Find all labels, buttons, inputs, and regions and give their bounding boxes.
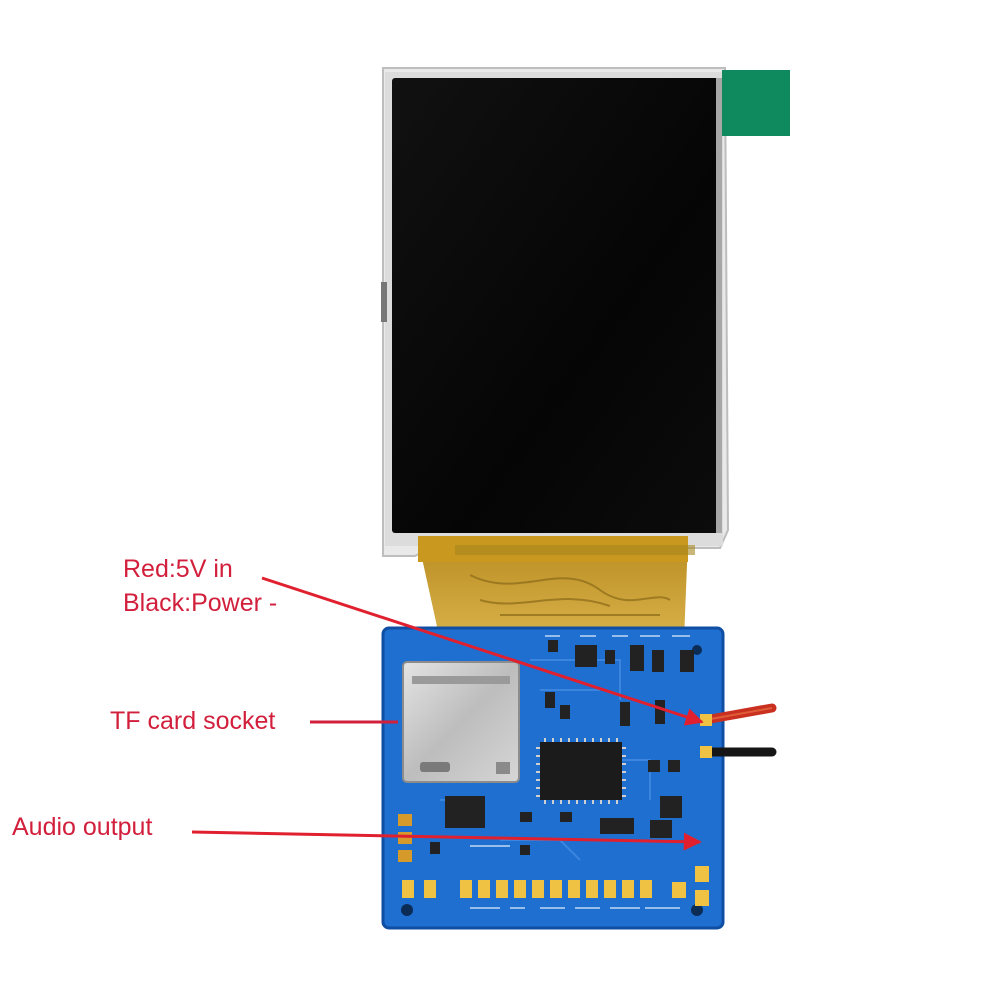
main-microcontroller-chip: [536, 738, 626, 804]
arrow-audio-output: [191, 830, 702, 851]
silkscreen-marks: [470, 635, 690, 909]
lcd-screen: [392, 78, 720, 533]
tf-card-socket: [402, 661, 520, 783]
lcd-panel: [381, 67, 730, 557]
label-tf-card-socket: TF card socket: [110, 707, 276, 735]
flex-cable: [418, 536, 695, 640]
pin-header-left: [398, 814, 412, 862]
label-audio-output: Audio output: [12, 813, 153, 841]
bottom-pads: [402, 866, 709, 906]
label-red-5v-in: Red:5V in: [123, 555, 233, 583]
wire-solder-pad-black: [700, 746, 712, 758]
annotation-arrows: [191, 576, 704, 851]
label-black-power-minus: Black:Power -: [123, 589, 278, 617]
arrow-red-power: [261, 576, 704, 726]
smd-components: [430, 640, 694, 855]
wire-solder-pad-red: [700, 714, 712, 726]
lcd-protective-tab: [722, 70, 790, 136]
